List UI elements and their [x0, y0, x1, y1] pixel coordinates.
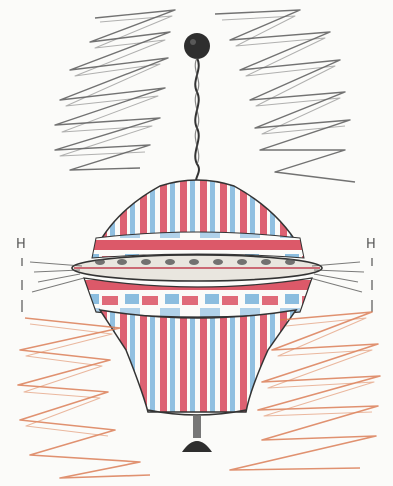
- bottom-tip-stem: [193, 416, 201, 438]
- handle-knob: [184, 33, 210, 59]
- gray-motion-scribble-left: [55, 10, 175, 170]
- rim-dots: [95, 259, 295, 265]
- top-lower-cone: [100, 310, 296, 412]
- bottom-tip: [182, 441, 212, 452]
- gray-motion-scribble-right: [215, 10, 355, 182]
- left-marker-h: H: [16, 237, 26, 252]
- right-marker-h: H: [366, 237, 376, 252]
